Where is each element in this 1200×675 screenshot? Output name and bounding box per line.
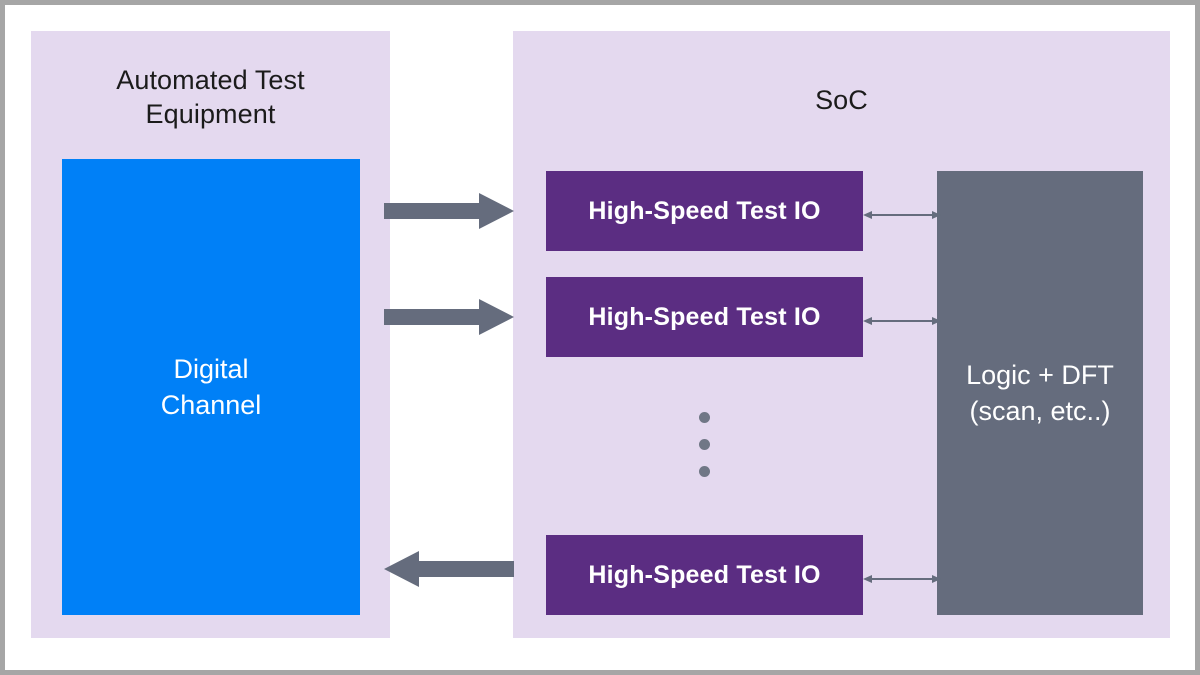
arrow-bidirectional-icon-io-3-logic bbox=[863, 572, 941, 586]
ellipsis-dot-3 bbox=[699, 466, 710, 477]
ellipsis-dot-1 bbox=[699, 412, 710, 423]
high-speed-test-io-block-3[interactable]: High-Speed Test IO bbox=[546, 535, 863, 615]
high-speed-test-io-block-2[interactable]: High-Speed Test IO bbox=[546, 277, 863, 357]
arrow-right-icon-ate-to-io-2 bbox=[384, 297, 514, 337]
arrow-left-icon-io-3-to-ate bbox=[384, 549, 514, 589]
diagram-stage: Automated Test Equipment Digital Channel… bbox=[5, 5, 1195, 670]
logic-dft-block[interactable]: Logic + DFT (scan, etc..) bbox=[937, 171, 1143, 615]
arrow-bidirectional-icon-io-1-logic bbox=[863, 208, 941, 222]
ate-panel: Automated Test Equipment Digital Channel bbox=[31, 31, 390, 638]
arrow-bidirectional-icon-io-2-logic bbox=[863, 314, 941, 328]
high-speed-test-io-block-1[interactable]: High-Speed Test IO bbox=[546, 171, 863, 251]
soc-panel: SoC High-Speed Test IO High-Speed Test I… bbox=[513, 31, 1170, 638]
ellipsis-dot-2 bbox=[699, 439, 710, 450]
vertical-ellipsis-icon bbox=[699, 412, 711, 499]
soc-panel-title: SoC bbox=[815, 85, 868, 115]
digital-channel-block[interactable]: Digital Channel bbox=[62, 159, 360, 615]
ate-panel-title: Automated Test Equipment bbox=[116, 65, 305, 129]
arrow-right-icon-ate-to-io-1 bbox=[384, 191, 514, 231]
